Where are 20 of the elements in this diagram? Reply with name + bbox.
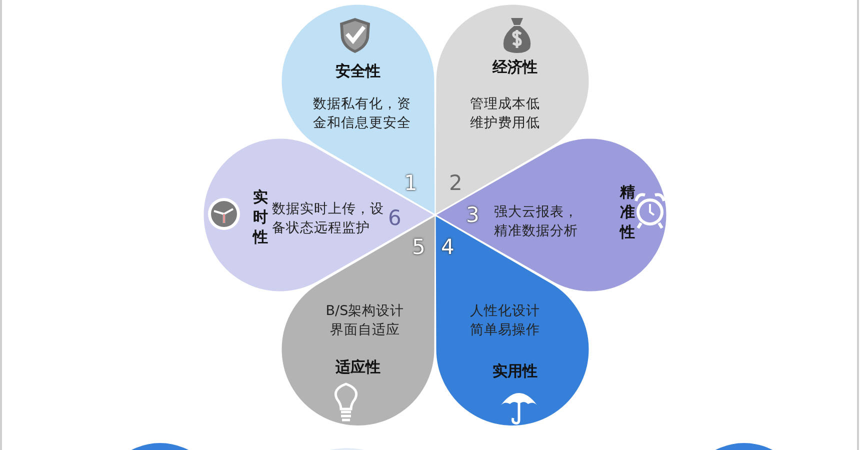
- petal-description: 数据实时上传，设备状态远程监护: [272, 200, 385, 238]
- petal-description: 管理成本低维护费用低: [469, 94, 541, 133]
- petal-description: B/S架构设计界面自适应: [324, 302, 406, 340]
- petal-title: 经济性: [492, 58, 538, 77]
- petal-description: 强大云报表，精准数据分析: [494, 203, 579, 241]
- petal-title: 实时性: [253, 187, 269, 247]
- petal-description: 人性化设计简单易操作: [469, 302, 541, 340]
- petal-title: 安全性: [336, 62, 380, 81]
- petal-number: 1: [404, 172, 418, 194]
- petal-description: 数据私有化，资金和信息更安全: [312, 94, 412, 133]
- petal-number: 3: [466, 204, 480, 226]
- petal-number: 6: [388, 207, 402, 229]
- petal-number: 5: [412, 236, 426, 258]
- petal-shape: [203, 138, 435, 292]
- petal-title: 实用性: [492, 362, 538, 381]
- petal-number: 4: [441, 236, 454, 258]
- petal-number: 2: [449, 172, 462, 194]
- petal-title: 适应性: [336, 358, 380, 377]
- petal-shape: [435, 138, 667, 292]
- petal-title: 精准性: [620, 182, 636, 242]
